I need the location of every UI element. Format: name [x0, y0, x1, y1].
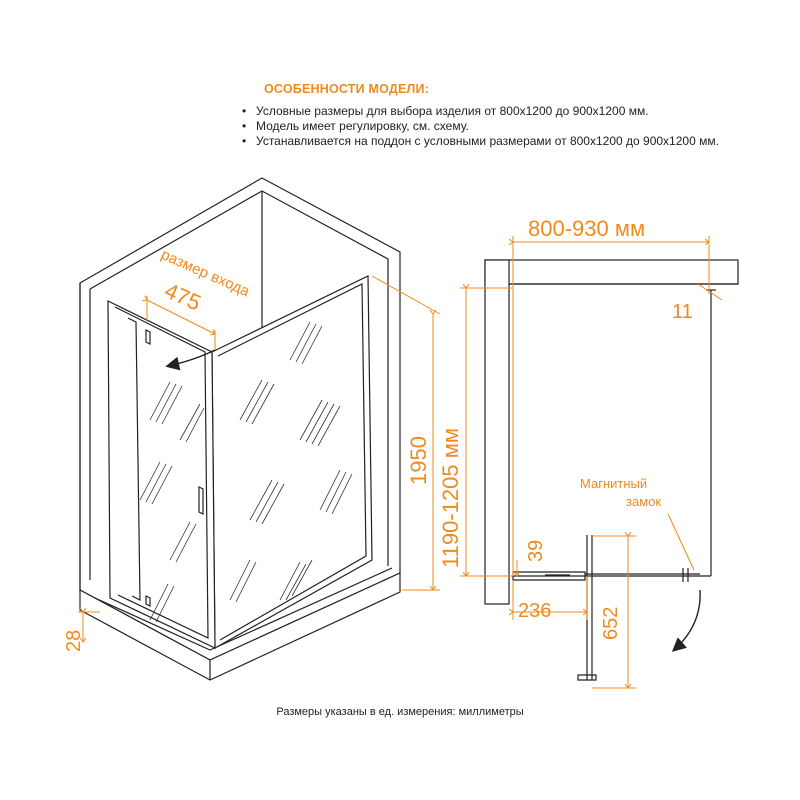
plan-door-swing-arrow: [671, 589, 701, 652]
door-width-value: 652: [600, 607, 622, 640]
feature-item: Устанавливается на поддон с условными ра…: [242, 134, 740, 149]
features-list: Условные размеры для выбора изделия от 8…: [240, 104, 740, 149]
units-footnote: Размеры указаны в ед. измерения: миллиме…: [276, 706, 524, 718]
gap-value: 11: [672, 301, 693, 323]
features-title: ОСОБЕННОСТИ МОДЕЛИ:: [264, 82, 429, 96]
feature-item: Условные размеры для выбора изделия от 8…: [242, 104, 740, 119]
plan-view: [484, 259, 739, 681]
magnet-label-line2: замок: [626, 494, 661, 509]
height-value: 1950: [406, 436, 431, 485]
plan-dimensions: [460, 236, 723, 688]
depth-range-value: 1190-1205 мм: [438, 428, 463, 568]
magnet-label-line1: Магнитный: [580, 476, 647, 491]
perspective-dimensions: [78, 275, 441, 642]
feature-item: Модель имеет регулировку, см. схему.: [242, 119, 740, 134]
glass-hatching: [139, 321, 353, 623]
door-swing-arrow: [165, 349, 216, 371]
width-range-value: 800-930 мм: [528, 216, 645, 241]
perspective-view: [79, 177, 401, 681]
base-height-value: 28: [63, 630, 85, 652]
offset-small-value: 39: [525, 540, 547, 562]
hinge-offset-value: 236: [518, 600, 551, 622]
features-block: ОСОБЕННОСТИ МОДЕЛИ: Условные размеры для…: [240, 82, 740, 149]
